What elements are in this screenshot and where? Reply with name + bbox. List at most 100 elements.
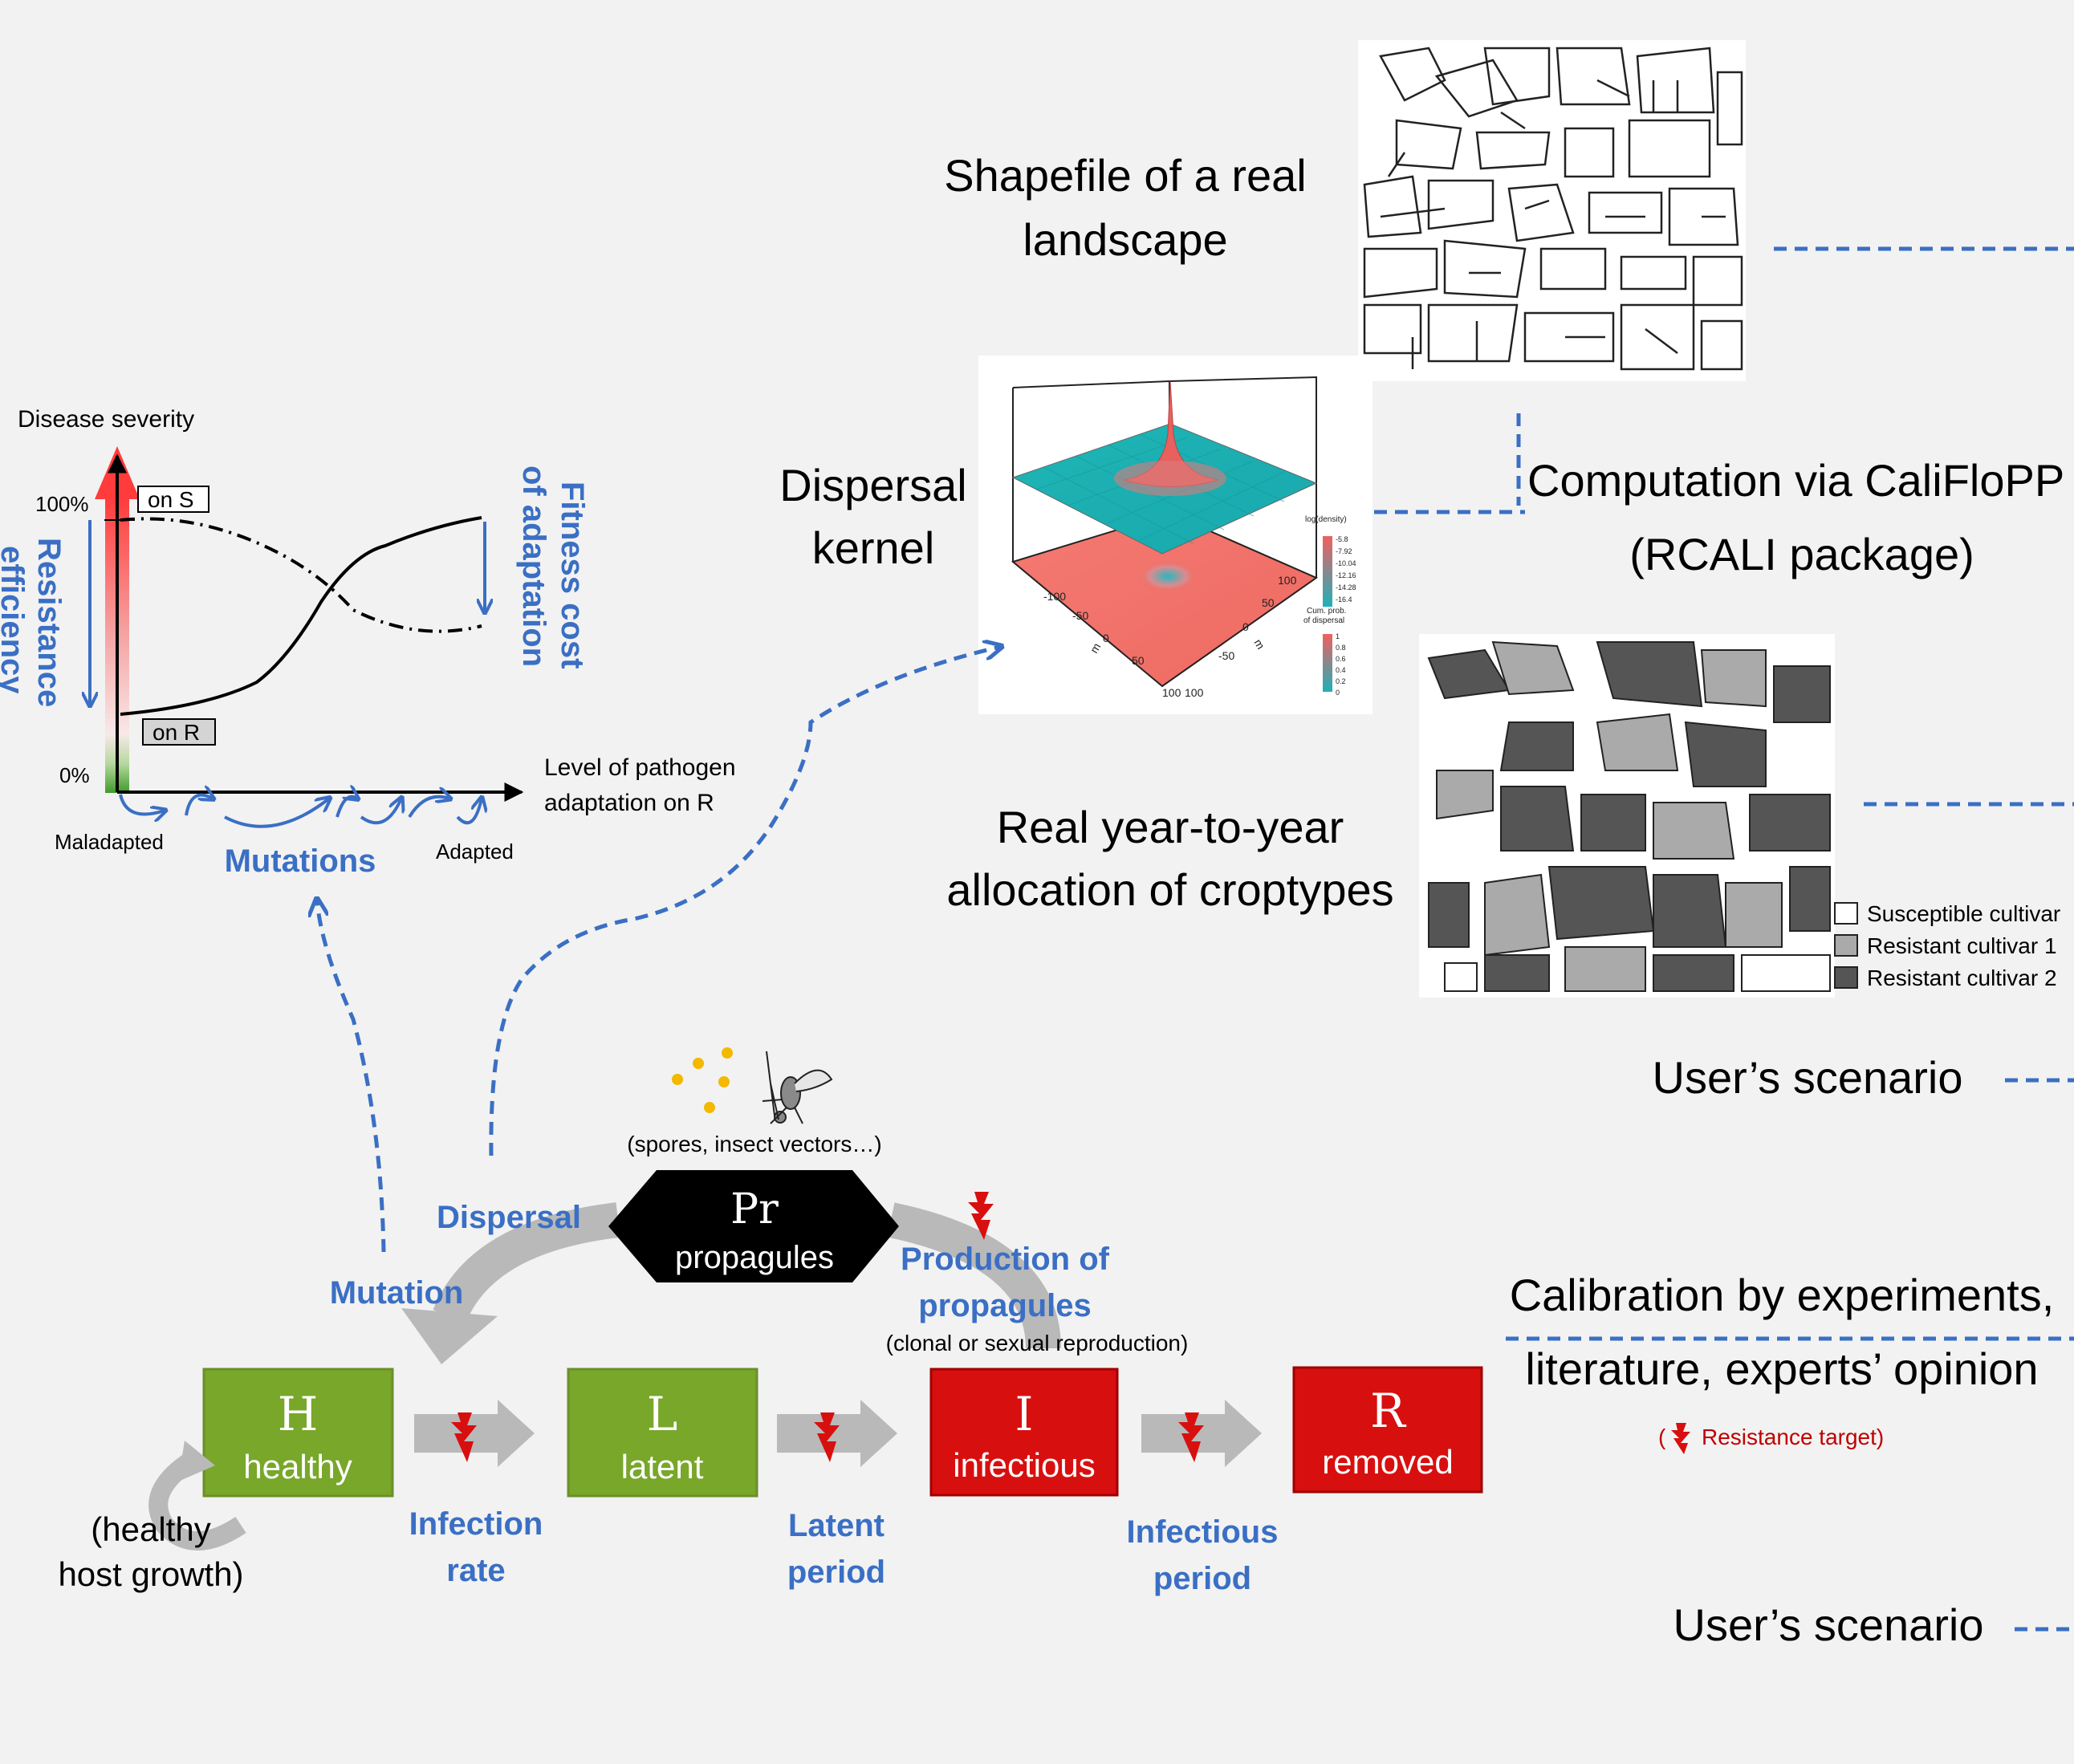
transition-arrow-h-l [414, 1400, 535, 1467]
state-letter: R [1370, 1384, 1407, 1438]
spores-icon [672, 1047, 733, 1113]
state-letter: H [278, 1387, 319, 1441]
legend-susceptible: Susceptible cultivar [1867, 901, 2060, 926]
kernel-axis-tick: 50 [1132, 654, 1145, 667]
computation-label-line1: Computation via CaliFloPP [1527, 455, 2064, 506]
allocation-label-line1: Real year-to-year [997, 802, 1344, 852]
mutations-label: Mutations [225, 843, 376, 879]
kernel-label-line2: kernel [812, 522, 935, 573]
shapefile-label-line2: landscape [1023, 214, 1227, 265]
state-removed: R removed [1292, 1366, 1483, 1494]
state-letter: L [647, 1387, 678, 1441]
x-axis-title-line2: adaptation on R [544, 790, 714, 816]
latent-period-line1: Latent [788, 1508, 885, 1543]
state-label: latent [621, 1448, 704, 1486]
user-scenario-2: User’s scenario [1673, 1599, 1984, 1650]
resistance-target-label: Resistance target) [1702, 1425, 1884, 1449]
kernel-axis-tick: 0 [1103, 632, 1109, 644]
allocation-label-line2: allocation of croptypes [946, 864, 1393, 915]
computation-label-line2: (RCALI package) [1629, 529, 1974, 579]
severity-axis-title: Disease severity [18, 406, 194, 433]
kernel-axis-tick: 100 [1185, 686, 1204, 699]
mutation-label: Mutation [330, 1275, 464, 1311]
kernel-axis-tick: -50 [1072, 609, 1088, 622]
kernel-upper-legend-tick: -16.4 [1336, 595, 1352, 604]
calibration-label-line2: literature, experts’ opinion [1525, 1343, 2038, 1394]
dispersal-gray-arrow [433, 1202, 620, 1323]
on-s-label: on S [148, 487, 194, 512]
resistance-efficiency-line2: efficiency [0, 546, 30, 694]
kernel-lower-legend-tick: 0.8 [1336, 644, 1346, 652]
host-growth-loop-arrow [148, 1454, 246, 1551]
kernel-upper-legend-tick: -12.16 [1336, 571, 1356, 579]
resistance-efficiency-line1: Resistance [31, 538, 67, 707]
production-label-line1: Production of [901, 1242, 1110, 1277]
transition-arrow-i-r [1141, 1400, 1262, 1467]
production-gray-arrow [887, 1202, 1061, 1349]
y-tick-0: 0% [59, 763, 90, 787]
state-infectious: I infectious [929, 1368, 1119, 1497]
kernel-axis-tick: 50 [1262, 596, 1275, 609]
state-healthy: H healthy [202, 1368, 394, 1498]
insect-vector-icon [762, 1051, 833, 1124]
adaptation-chart: Disease severity 100% 0% on S on R Resis… [0, 406, 736, 879]
dispersal-label: Dispersal [437, 1200, 581, 1235]
production-note: (clonal or sexual reproduction) [886, 1331, 1189, 1356]
calibration-label-line1: Calibration by experiments, [1510, 1270, 2055, 1320]
state-letter: I [1015, 1387, 1034, 1441]
production-label-line2: propagules [918, 1288, 1092, 1323]
x-label-maladapted: Maladapted [55, 830, 164, 854]
kernel-upper-legend-tick: -10.04 [1336, 559, 1356, 567]
kernel-axis-tick: 100 [1278, 574, 1297, 587]
kernel-axis-tick: 0 [1242, 620, 1249, 633]
fitness-cost-line2: of adaptation [516, 465, 551, 667]
infection-rate-line2: rate [446, 1553, 505, 1588]
kernel-upper-legend-tick: -7.92 [1336, 547, 1352, 555]
spores-caption: (spores, insect vectors…) [627, 1132, 881, 1156]
curve-on-s [120, 517, 482, 633]
state-latent: L latent [567, 1368, 758, 1498]
host-growth-line1: (healthy [91, 1510, 210, 1548]
kernel-upper-legend-tick: -5.8 [1336, 535, 1348, 543]
croptype-allocation-map [1419, 634, 1835, 998]
dispersal-kernel-plot: -100 -50 0 50 100 100 50 0 -50 100 m m l… [978, 356, 1372, 714]
kernel-upper-legend-tick: -14.28 [1336, 583, 1356, 591]
transition-arrow-l-i [777, 1400, 897, 1467]
mutation-connector [317, 900, 386, 1253]
host-growth-loop-head [178, 1441, 215, 1482]
lightning-icon [1671, 1423, 1690, 1454]
state-label: infectious [953, 1446, 1095, 1484]
propagules-label: propagules [675, 1240, 834, 1275]
user-scenario-1: User’s scenario [1653, 1052, 1963, 1103]
on-r-label: on R [152, 720, 200, 745]
kernel-axis-tick: -50 [1218, 649, 1234, 662]
lightning-icon [814, 1412, 840, 1462]
shapefile-map [1358, 40, 1746, 381]
kernel-lower-legend-title: Cum. prob. [1307, 607, 1346, 616]
resistance-target-paren: ( [1658, 1425, 1666, 1449]
kernel-axis-tick: -100 [1043, 590, 1066, 603]
shapefile-label-line1: Shapefile of a real [944, 150, 1306, 201]
propagules-letter: Pr [730, 1185, 779, 1234]
host-growth-line2: host growth) [58, 1555, 243, 1593]
lightning-icon [968, 1192, 994, 1240]
lightning-icon [451, 1412, 477, 1462]
kernel-label-line1: Dispersal [779, 460, 966, 510]
kernel-lower-legend-tick: 0.2 [1336, 677, 1346, 685]
kernel-lower-legend-tick: 0.6 [1336, 655, 1346, 663]
lightning-icon [1178, 1412, 1204, 1462]
infection-rate-line1: Infection [409, 1506, 543, 1542]
dispersal-gray-arrowhead [401, 1308, 498, 1364]
latent-period-line2: period [787, 1555, 885, 1590]
kernel-lower-legend-tick: 0 [1336, 689, 1340, 697]
curve-on-r [120, 516, 482, 716]
legend-resistant-1: Resistant cultivar 1 [1867, 933, 2057, 958]
croptype-legend: Susceptible cultivar Resistant cultivar … [1834, 901, 2060, 990]
infectious-period-line1: Infectious [1127, 1514, 1279, 1550]
kernel-axis-tick: 100 [1162, 686, 1181, 699]
x-label-adapted: Adapted [436, 839, 514, 864]
kernel-upper-legend-title: log(density) [1305, 515, 1347, 524]
infectious-period-line2: period [1153, 1561, 1251, 1596]
kernel-lower-legend-title: of dispersal [1303, 616, 1344, 625]
